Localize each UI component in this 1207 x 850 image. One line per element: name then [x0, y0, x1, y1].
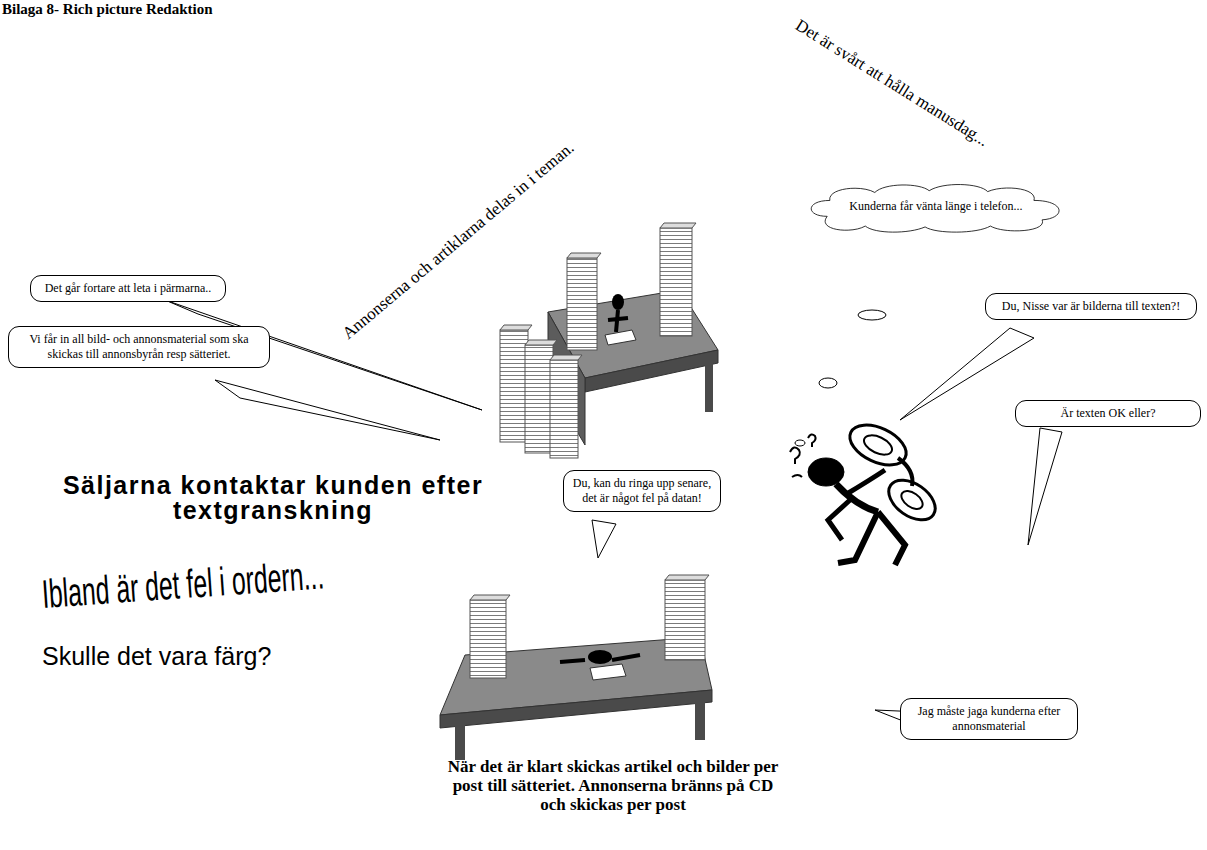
stressed-figure: [790, 417, 942, 565]
desk-with-papers: [567, 258, 597, 350]
desk-with-papers: [665, 575, 709, 580]
stressed-figure: [898, 487, 926, 512]
question-note: Skulle det vara färg?: [42, 642, 271, 671]
bubble-text: Det går fortare att leta i pärmarna..: [39, 281, 217, 296]
speech-bubble: Vi får in all bild- och annonsmaterial s…: [8, 326, 270, 368]
desk-with-papers: [525, 340, 557, 345]
thought-cloud: Kunderna får vänta länge i telefon...: [800, 181, 1072, 234]
desk-with-papers: [455, 725, 465, 760]
speech-tail: [215, 380, 440, 440]
desk-with-papers: [705, 360, 713, 412]
cloud-outline: [811, 185, 1059, 233]
stressed-figure: [792, 475, 802, 477]
stressed-figure: [845, 470, 885, 495]
bubble-text: Är texten OK eller?: [1024, 406, 1192, 421]
desk-with-papers: [550, 360, 578, 458]
desk-with-papers: [560, 655, 640, 662]
diagram-title: Bilaga 8- Rich picture Redaktion: [2, 1, 213, 18]
desk-with-papers: [470, 600, 506, 678]
desk-with-papers: [660, 223, 696, 228]
handwritten-note: Ibland är det fel i ordern...: [40, 552, 325, 617]
speech-bubble: Jag måste jaga kunderna efter annonsmate…: [900, 698, 1078, 740]
rotated-note: Det är svårt att hålla manusdag...: [792, 16, 992, 152]
bubble-text: Vi får in all bild- och annonsmaterial s…: [17, 332, 261, 362]
thought-dots: [819, 378, 837, 388]
speech-tail: [592, 520, 616, 558]
desk-with-papers: [500, 325, 532, 330]
stressed-figure: [844, 417, 913, 473]
stressed-figure: [808, 434, 816, 447]
stressed-figure: [898, 458, 912, 486]
desk-with-papers: [590, 664, 626, 680]
desk-with-papers: [567, 253, 601, 258]
stressed-figure: [878, 512, 905, 565]
desk-with-papers: [605, 330, 636, 345]
speech-tail: [900, 328, 1034, 420]
heading-note: Säljarna kontaktar kunden efter textgran…: [38, 473, 508, 523]
bubble-text: Jag måste jaga kunderna efter annonsmate…: [909, 704, 1069, 734]
rotated-note: Annonserna och artiklarna delas in i tem…: [339, 138, 579, 344]
desk-with-papers: [440, 575, 712, 760]
stressed-figure: [828, 500, 850, 540]
speech-bubble: Du, kan du ringa upp senare, det är någo…: [563, 470, 721, 512]
desk-with-papers: [500, 223, 718, 458]
speech-bubble: Det går fortare att leta i pärmarna..: [30, 275, 226, 302]
desk-with-papers: [665, 580, 705, 660]
stressed-figure: [838, 512, 878, 563]
thought-dots: [858, 310, 886, 320]
desk-with-papers: [612, 294, 624, 310]
speech-bubble: Är texten OK eller?: [1015, 400, 1201, 427]
desk-with-papers: [588, 650, 612, 664]
desk-with-papers: [550, 355, 582, 360]
desk-with-papers: [585, 350, 718, 392]
desk-with-papers: [470, 595, 510, 600]
bubble-text: Kunderna får vänta länge i telefon...: [842, 199, 1030, 214]
desk-with-papers: [608, 310, 628, 332]
speech-bubble: Du, Nisse var är bilderna till texten?!: [985, 293, 1197, 320]
thought-dots: [795, 440, 805, 446]
stressed-figure: [790, 447, 800, 464]
desk-with-papers: [440, 690, 712, 728]
stressed-figure: [861, 431, 895, 458]
desk-with-papers: [525, 345, 553, 453]
desk-with-papers: [695, 700, 705, 740]
process-note: När det är klart skickas artikel och bil…: [438, 757, 788, 814]
bubble-text: Du, kan du ringa upp senare, det är någo…: [572, 476, 712, 506]
bubble-text: Du, Nisse var är bilderna till texten?!: [994, 299, 1188, 314]
speech-tail: [1028, 428, 1062, 545]
desk-with-papers: [660, 228, 692, 336]
desk-with-papers: [500, 330, 528, 442]
